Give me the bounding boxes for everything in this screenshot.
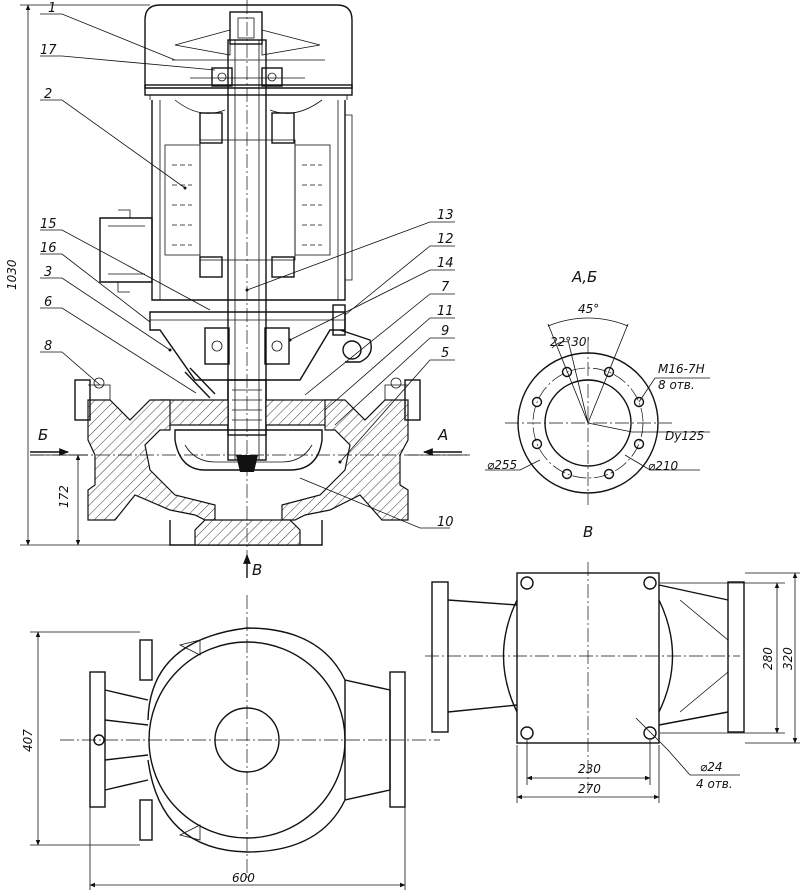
plan-view (60, 595, 440, 880)
terminal-box (99, 217, 153, 283)
thread-spec: M16-7H (658, 362, 705, 376)
callout-13: 13 (437, 208, 454, 223)
flange-title: А,Б (571, 268, 597, 286)
callout-7: 7 (441, 280, 450, 295)
main-section-view (30, 0, 470, 575)
dim-407: 407 (21, 729, 35, 752)
callout-5: 5 (441, 346, 449, 361)
callout-11: 11 (437, 304, 454, 319)
callout-1: 1 (48, 1, 56, 16)
lifting-eye (339, 329, 372, 363)
callout-12: 12 (437, 232, 454, 247)
callout-3: 3 (44, 265, 52, 280)
base-plate (516, 572, 660, 744)
callout-10: 10 (437, 515, 454, 530)
impeller (174, 429, 323, 471)
callout-17: 17 (40, 43, 57, 58)
section-arrows: Б А В (30, 426, 462, 579)
base-dimensions: 230 270 280 320 ⌀24 4 отв. (516, 572, 800, 803)
dim-1030: 1030 (5, 259, 19, 290)
main-dimensions: 1030 172 (5, 4, 170, 546)
section-mark-right: А (437, 426, 448, 444)
base-right-flange (727, 581, 745, 733)
outer-dia: ⌀255 (487, 458, 517, 472)
lantern-bracket (149, 311, 346, 381)
flange-view: А,Б 45° 22°30' M16-7H 8 отв. Dy125 ⌀210 … (485, 268, 710, 505)
left-flange (89, 671, 106, 808)
callout-2: 2 (44, 87, 52, 102)
callout-16: 16 (40, 241, 57, 256)
motor-housing (151, 100, 346, 301)
rotor (199, 139, 296, 261)
base-left-flange (431, 581, 449, 733)
plan-dimensions: 407 600 (21, 631, 406, 890)
angle-22: 22°30' (550, 335, 590, 349)
callout-8: 8 (44, 339, 52, 354)
dim-172: 172 (57, 485, 71, 508)
dim-600: 600 (232, 871, 255, 885)
right-flange (389, 671, 406, 808)
callout-15: 15 (40, 217, 57, 232)
callout-14: 14 (437, 256, 454, 271)
thread-holes: 8 отв. (658, 378, 695, 392)
angle-45: 45° (578, 302, 599, 316)
dim-270: 270 (578, 782, 601, 796)
dim-280: 280 (761, 647, 775, 670)
callout-9: 9 (441, 324, 449, 339)
shaft-circle (214, 707, 280, 773)
bolt-circle-dia: ⌀210 (648, 459, 678, 473)
nominal-dia: Dy125 (665, 429, 704, 443)
base-view: В (425, 523, 745, 790)
section-mark-bottom: В (252, 561, 262, 579)
hole-count: 4 отв. (696, 777, 733, 791)
base-title: В (583, 523, 593, 541)
callouts: 1 17 2 15 16 3 6 8 13 12 14 7 11 9 5 10 (40, 1, 455, 530)
dim-230: 230 (578, 762, 601, 776)
section-mark-left: Б (38, 426, 48, 444)
stator-left (164, 144, 201, 256)
dim-320: 320 (781, 647, 795, 670)
callout-6: 6 (44, 295, 52, 310)
stator-right (294, 144, 331, 256)
fan-cover (144, 4, 353, 89)
hole-dia: ⌀24 (700, 760, 723, 774)
base-hole (643, 726, 657, 740)
